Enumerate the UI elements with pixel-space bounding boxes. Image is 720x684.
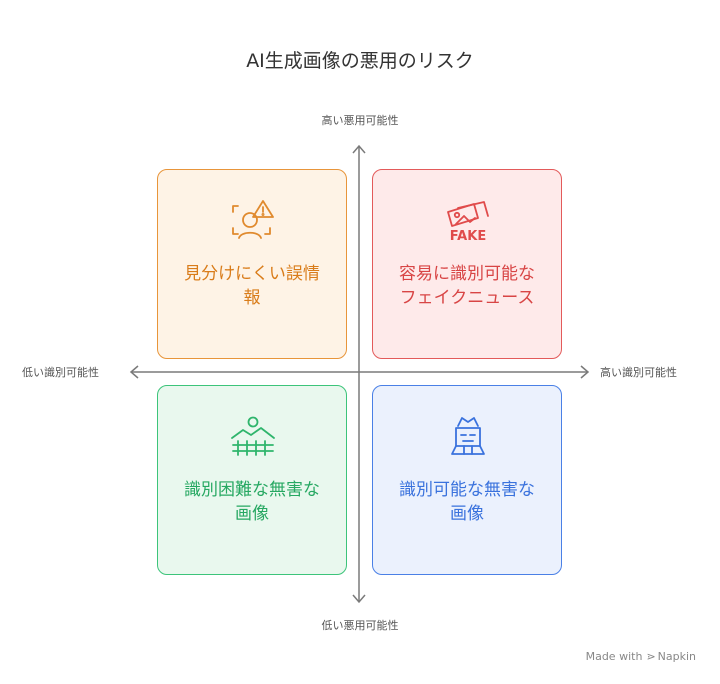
face-warning-icon [232,200,274,239]
svg-text:FAKE: FAKE [450,229,486,242]
quadrant-bottom-right: 識別可能な無害な 画像 [372,385,562,575]
made-with-text: Made with [585,650,643,663]
arrow-down-icon [352,594,366,604]
robot-icon [451,417,485,455]
axis-label-bottom: 低い悪用可能性 [321,619,399,632]
made-with-napkin[interactable]: Made with⋗Napkin [586,650,696,663]
fake-photo-icon: FAKE [447,201,489,242]
arrow-right-icon [580,365,590,379]
quadrant-label: 容易に識別可能な フェイクニュース [399,264,535,308]
arrow-up-icon [352,144,366,154]
arrow-left-icon [129,365,139,379]
axis-label-left: 低い識別可能性 [22,366,99,379]
quadrant-label: 識別困難な無害な 画像 [184,480,320,524]
axis-label-right: 高い識別可能性 [600,366,677,379]
brand-name: Napkin [657,650,696,663]
quadrant-top-left: 見分けにくい誤情 報 [157,169,347,359]
quadrant-label: 識別可能な無害な 画像 [399,480,535,524]
napkin-logo-icon: ⋗ [646,650,656,663]
quadrant-bottom-left: 識別困難な無害な 画像 [157,385,347,575]
landscape-fence-icon [231,416,275,456]
axis-label-top: 高い悪用可能性 [321,114,399,127]
diagram-title: AI生成画像の悪用のリスク [246,50,474,72]
quadrant-top-right: FAKE 容易に識別可能な フェイクニュース [372,169,562,359]
quadrant-label: 見分けにくい誤情 報 [184,264,320,308]
